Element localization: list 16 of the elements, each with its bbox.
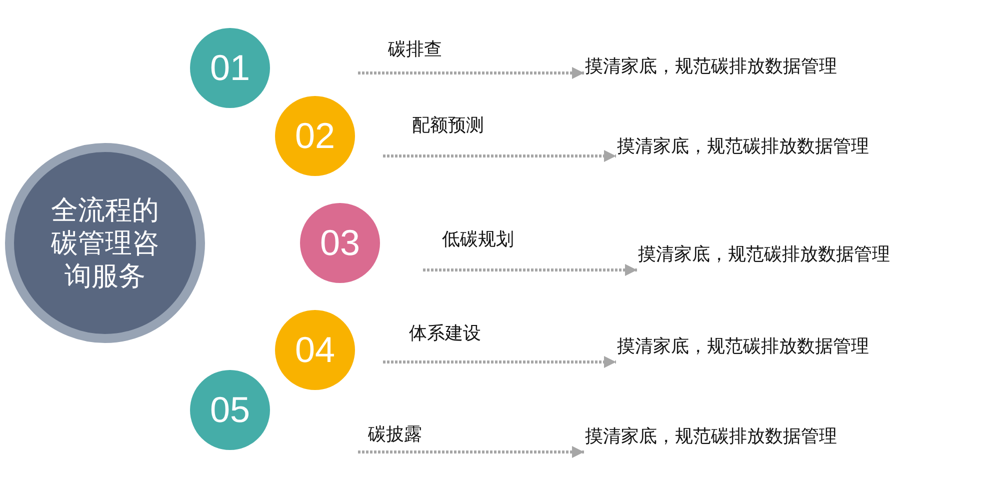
description-text: 摸清家底，规范碳排放数据管理 — [617, 333, 869, 359]
center-title: 全流程的碳管理咨询服务 — [50, 194, 160, 292]
number-circle: 05 — [190, 370, 270, 450]
number-circle: 02 — [275, 96, 355, 176]
number-circle: 03 — [300, 203, 380, 283]
description-text: 摸清家底，规范碳排放数据管理 — [617, 133, 869, 159]
description-text: 摸清家底，规范碳排放数据管理 — [638, 241, 890, 267]
number-circle: 01 — [190, 28, 270, 108]
dotted-arrow — [358, 446, 584, 458]
dotted-arrow — [383, 356, 616, 368]
dotted-arrow — [423, 264, 637, 276]
dotted-arrow — [358, 67, 584, 79]
dotted-arrow — [383, 150, 616, 162]
number-circle: 04 — [275, 310, 355, 390]
description-text: 摸清家底，规范碳排放数据管理 — [585, 53, 837, 79]
description-text: 摸清家底，规范碳排放数据管理 — [585, 423, 837, 449]
